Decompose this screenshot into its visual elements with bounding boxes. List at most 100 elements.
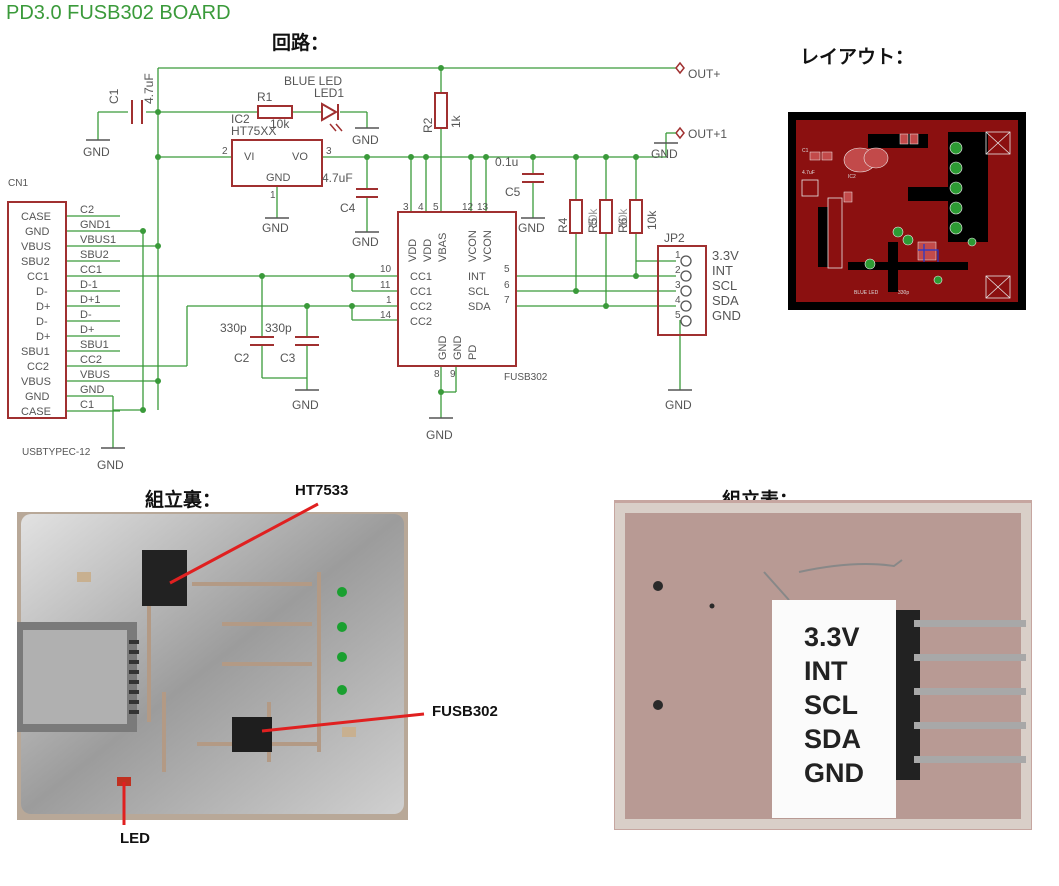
fusb302-pins: 3 4 5 12 13 10 11 1 14 5 6 7 8 9 bbox=[380, 202, 510, 380]
gnd-label: GND bbox=[83, 145, 110, 159]
front-label-3v3: 3.3V bbox=[804, 622, 860, 652]
ic2-gnd: GND bbox=[266, 172, 291, 184]
svg-text:D+: D+ bbox=[36, 301, 50, 313]
svg-text:INT: INT bbox=[468, 271, 486, 283]
svg-text:3: 3 bbox=[403, 202, 409, 213]
svg-text:VBAS: VBAS bbox=[437, 233, 449, 262]
schematic-diagram: OUT+ OUT+1 C1 4.7uF R1 10k BLUE LED LED1… bbox=[7, 61, 741, 470]
svg-text:SBU2: SBU2 bbox=[80, 249, 109, 261]
c1-value: 4.7uF bbox=[142, 73, 156, 104]
svg-text:CC1: CC1 bbox=[410, 271, 432, 283]
c4-value: 4.7uF bbox=[322, 171, 353, 185]
svg-text:9: 9 bbox=[450, 369, 456, 380]
jp2-pin-labels: 3.3V INT SCL SDA GND bbox=[712, 248, 741, 323]
layout-silk-c1: C1 bbox=[802, 148, 809, 154]
r2-value: 1k bbox=[449, 114, 463, 128]
svg-text:6: 6 bbox=[504, 280, 510, 291]
svg-text:CC2: CC2 bbox=[80, 354, 102, 366]
svg-text:VDD: VDD bbox=[422, 239, 434, 262]
usbc-right-labels: C2 GND1 VBUS1 SBU2 CC1 D-1 D+1 D- D+ SBU… bbox=[80, 204, 116, 411]
c2-label: C2 bbox=[234, 351, 250, 365]
ic2-vi: VI bbox=[244, 151, 254, 163]
circuit-heading: 回路： bbox=[272, 33, 330, 54]
gnd-label: GND bbox=[97, 458, 124, 470]
cn1-label: CN1 bbox=[8, 178, 28, 189]
front-label-sda: SDA bbox=[804, 724, 862, 754]
out-plus1-label: OUT+1 bbox=[688, 127, 727, 141]
led-callout: LED bbox=[120, 830, 150, 847]
svg-text:10: 10 bbox=[380, 264, 392, 275]
gnd-label: GND bbox=[352, 235, 379, 249]
layout-silk-value: 4.7uF bbox=[802, 170, 815, 176]
svg-text:CASE: CASE bbox=[21, 406, 51, 418]
svg-text:D+: D+ bbox=[36, 331, 50, 343]
svg-text:SDA: SDA bbox=[468, 301, 491, 313]
svg-text:D-: D- bbox=[80, 309, 92, 321]
r2-label: R2 bbox=[421, 117, 435, 133]
gnd-label: GND bbox=[352, 133, 379, 147]
svg-text:C2: C2 bbox=[80, 204, 94, 216]
svg-text:SDA: SDA bbox=[712, 293, 739, 308]
c2-value: 330p bbox=[220, 321, 247, 335]
svg-text:7: 7 bbox=[504, 295, 510, 306]
pcb-layout-image: C1 4.7uF IC2 BLUE LED 330p bbox=[788, 112, 1026, 310]
r1-label: R1 bbox=[257, 90, 273, 104]
svg-text:VDD: VDD bbox=[407, 239, 419, 262]
svg-text:VCON: VCON bbox=[482, 230, 494, 262]
svg-text:GND: GND bbox=[25, 226, 50, 238]
front-assembly-photo bbox=[614, 500, 1032, 830]
usbc-left-labels: CASE GND VBUS SBU2 CC1 D- D+ D- D+ SBU1 … bbox=[21, 211, 51, 418]
svg-text:5: 5 bbox=[504, 264, 510, 275]
jp2-label: JP2 bbox=[664, 231, 685, 245]
svg-text:VBUS: VBUS bbox=[21, 376, 51, 388]
svg-text:GND1: GND1 bbox=[80, 219, 111, 231]
gnd-label: GND bbox=[426, 428, 453, 442]
svg-text:4: 4 bbox=[418, 202, 424, 213]
ht7533-callout: HT7533 bbox=[295, 482, 349, 499]
svg-text:1: 1 bbox=[386, 295, 392, 306]
gnd-label: GND bbox=[651, 147, 678, 161]
svg-text:SBU1: SBU1 bbox=[21, 346, 50, 358]
r6-value: 10k bbox=[616, 208, 630, 228]
svg-text:3.3V: 3.3V bbox=[712, 248, 739, 263]
svg-text:CC2: CC2 bbox=[410, 316, 432, 328]
ic2-label: IC2 bbox=[231, 112, 250, 126]
usbc-part-label: USBTYPEC-12 bbox=[22, 447, 91, 458]
front-label-scl: SCL bbox=[804, 690, 858, 720]
svg-text:4: 4 bbox=[675, 295, 681, 306]
c3-value: 330p bbox=[265, 321, 292, 335]
svg-text:VBUS: VBUS bbox=[80, 369, 110, 381]
svg-text:CC1: CC1 bbox=[27, 271, 49, 283]
back-assembly-heading: 組立裏： bbox=[145, 490, 222, 511]
blue-led-label: BLUE LED bbox=[284, 74, 342, 88]
svg-text:PD: PD bbox=[467, 345, 479, 360]
r4-label: R4 bbox=[556, 217, 570, 233]
svg-text:5: 5 bbox=[433, 202, 439, 213]
page-title: PD3.0 FUSB302 BOARD bbox=[6, 2, 231, 24]
svg-text:CASE: CASE bbox=[21, 211, 51, 223]
layout-silk-ic2: IC2 bbox=[848, 174, 856, 180]
svg-text:SCL: SCL bbox=[468, 286, 489, 298]
ic2-pin1: 1 bbox=[270, 190, 276, 201]
svg-text:INT: INT bbox=[712, 263, 733, 278]
c5-label: C5 bbox=[505, 185, 521, 199]
c1-label: C1 bbox=[107, 88, 121, 104]
svg-text:SCL: SCL bbox=[712, 278, 737, 293]
svg-text:D-: D- bbox=[36, 286, 48, 298]
svg-text:D-1: D-1 bbox=[80, 279, 98, 291]
r-value: 10k bbox=[645, 210, 659, 230]
svg-text:11: 11 bbox=[380, 280, 391, 291]
svg-text:1: 1 bbox=[675, 250, 681, 261]
front-pin-labels: 3.3V INT SCL SDA GND bbox=[804, 620, 884, 790]
layout-silk-blue-led: BLUE LED bbox=[854, 290, 879, 296]
layout-heading: レイアウト： bbox=[800, 47, 915, 68]
svg-text:13: 13 bbox=[477, 202, 489, 213]
fusb302-callout: FUSB302 bbox=[432, 703, 498, 720]
svg-text:5: 5 bbox=[675, 310, 681, 321]
svg-text:GND: GND bbox=[437, 336, 449, 361]
layout-silk-c2: 330p bbox=[898, 290, 909, 296]
c3-label: C3 bbox=[280, 351, 296, 365]
back-assembly-photo bbox=[17, 512, 408, 820]
svg-text:GND: GND bbox=[452, 336, 464, 361]
front-label-gnd: GND bbox=[804, 758, 864, 788]
